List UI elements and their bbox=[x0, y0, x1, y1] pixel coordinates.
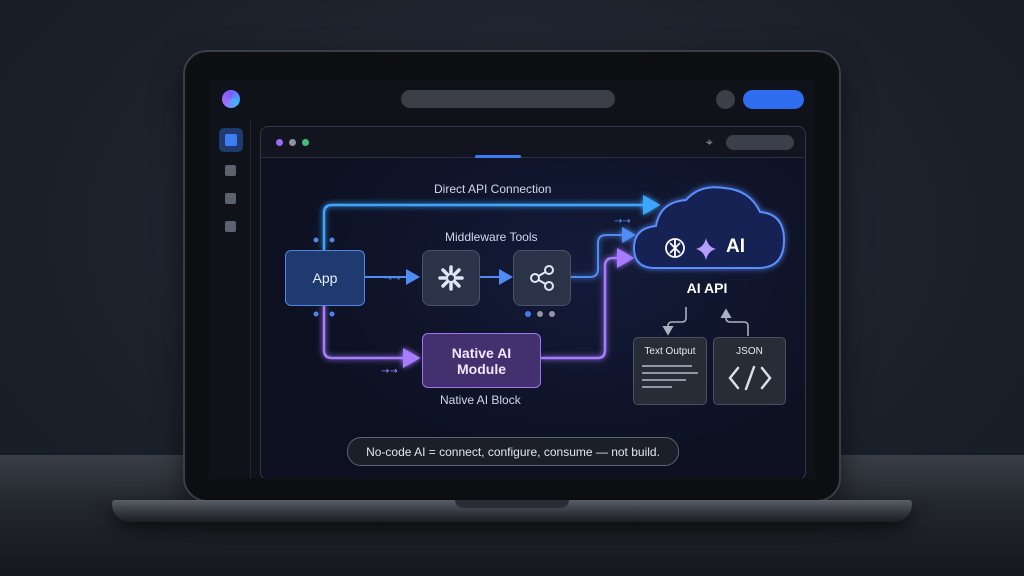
rail-item[interactable] bbox=[225, 193, 236, 204]
window-pill-button[interactable] bbox=[726, 135, 794, 150]
ai-api-label: AI API bbox=[686, 280, 728, 296]
flow-chevrons: →→ bbox=[381, 366, 398, 377]
connector-dot bbox=[329, 311, 335, 317]
window-dot-purple[interactable] bbox=[276, 139, 283, 146]
flow-chevrons: →→ bbox=[614, 216, 631, 227]
side-rail bbox=[210, 120, 251, 478]
connector-dot bbox=[313, 237, 319, 243]
window-dot-green[interactable] bbox=[302, 139, 309, 146]
text-output-title: Text Output bbox=[644, 346, 696, 357]
direct-api-label: Direct API Connection bbox=[434, 182, 552, 196]
window-titlebar: ⌖ bbox=[261, 127, 805, 158]
middleware-connector-3 bbox=[569, 227, 636, 278]
native-block-label: Native AI Block bbox=[440, 393, 521, 407]
native-connector-2 bbox=[540, 248, 635, 360]
sparkle-icon bbox=[696, 238, 716, 260]
progress-dot bbox=[549, 311, 555, 317]
output-arrow-text bbox=[662, 307, 687, 336]
ai-cloud bbox=[632, 186, 786, 269]
window-dot-gray[interactable] bbox=[289, 139, 296, 146]
share-node[interactable] bbox=[513, 250, 571, 306]
text-output-card[interactable]: Text Output bbox=[633, 337, 707, 405]
connector-dot bbox=[313, 311, 319, 317]
rail-item-active[interactable] bbox=[219, 128, 243, 152]
zapier-asterisk-icon bbox=[438, 265, 464, 291]
json-title: JSON bbox=[736, 346, 763, 357]
native-ai-module[interactable]: Native AI Module bbox=[422, 333, 541, 388]
laptop-base bbox=[112, 500, 912, 522]
tab-indicator bbox=[475, 155, 521, 158]
direct-api-connector bbox=[322, 195, 661, 250]
search-bar[interactable] bbox=[401, 90, 615, 108]
flow-chevrons: →→ bbox=[384, 273, 401, 284]
openai-icon bbox=[665, 238, 685, 258]
json-card[interactable]: JSON bbox=[713, 337, 786, 405]
rail-item[interactable] bbox=[225, 221, 236, 232]
crosshair-icon[interactable]: ⌖ bbox=[706, 135, 713, 149]
app-node[interactable]: App bbox=[285, 250, 365, 306]
progress-dot bbox=[537, 311, 543, 317]
avatar[interactable] bbox=[716, 90, 735, 109]
zapier-node[interactable] bbox=[422, 250, 480, 306]
input-arrow-json bbox=[720, 308, 749, 336]
primary-action-button[interactable] bbox=[743, 90, 804, 109]
middleware-label: Middleware Tools bbox=[445, 230, 538, 244]
rail-item[interactable] bbox=[225, 165, 236, 176]
laptop-notch bbox=[455, 500, 569, 508]
share-nodes-icon bbox=[530, 265, 554, 291]
app-logo[interactable] bbox=[222, 90, 240, 108]
caption-banner: No-code AI = connect, configure, consume… bbox=[347, 437, 679, 466]
connector-dot bbox=[329, 237, 335, 243]
anthropic-icon: AI bbox=[726, 236, 745, 257]
progress-dot bbox=[525, 311, 531, 317]
native-connector-1 bbox=[322, 305, 421, 368]
native-module-line-1: Native AI bbox=[451, 344, 512, 361]
native-module-line-2: Module bbox=[457, 360, 506, 377]
text-lines-icon bbox=[642, 365, 698, 388]
code-brackets-icon bbox=[728, 365, 772, 391]
